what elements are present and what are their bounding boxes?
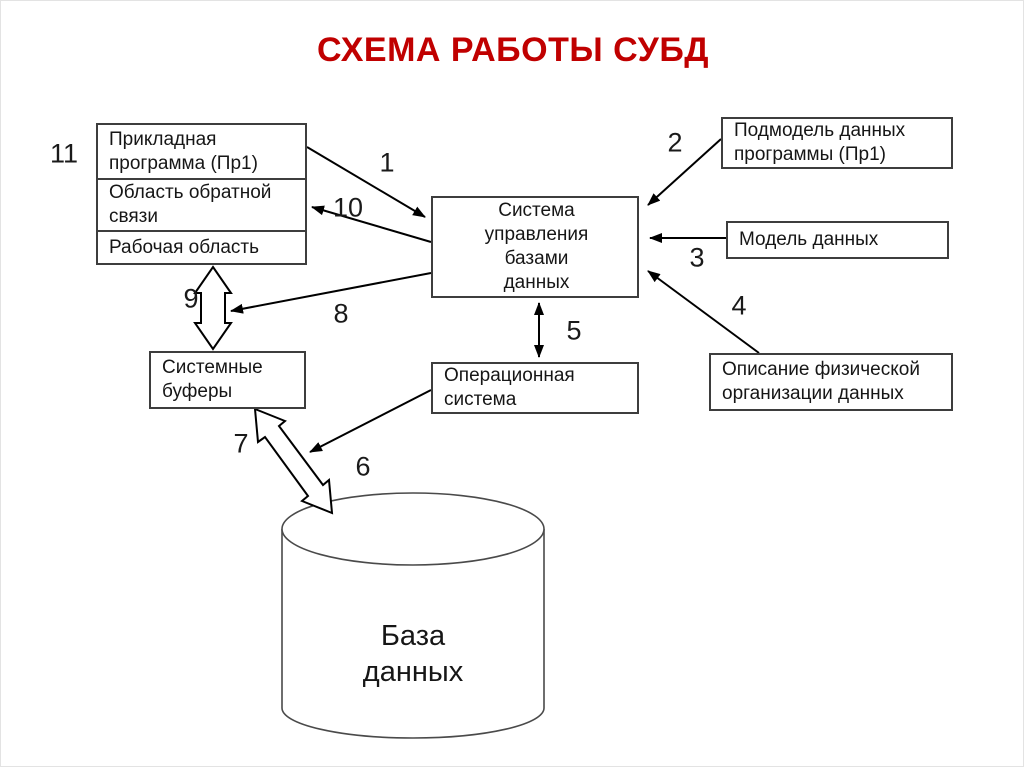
arrow-7-double xyxy=(253,407,334,515)
arrow-label-9: 9 xyxy=(183,283,199,314)
arrow-label-4: 4 xyxy=(731,290,747,321)
arrow-label-11: 11 xyxy=(49,138,79,169)
arrow-label-2: 2 xyxy=(667,127,683,158)
arrow-8 xyxy=(230,272,432,314)
arrow-6 xyxy=(309,389,432,453)
arrow-1 xyxy=(306,146,426,218)
arrow-4 xyxy=(647,270,760,354)
page-title: СХЕМА РАБОТЫ СУБД xyxy=(317,31,709,69)
arrow-label-7: 7 xyxy=(233,428,249,459)
physical-description-box: Описание физической организации данных xyxy=(709,353,953,411)
work-area-label: Рабочая область xyxy=(98,230,305,263)
operating-system-box: Операционная система xyxy=(431,362,639,414)
arrow-label-10: 10 xyxy=(332,192,364,223)
arrow-10 xyxy=(311,205,432,243)
arrow-label-6: 6 xyxy=(355,451,371,482)
application-program-box: Прикладная программа (Пр1) Область обрат… xyxy=(96,123,307,265)
feedback-area-label: Область обратной связи xyxy=(98,178,305,230)
arrow-label-8: 8 xyxy=(333,298,349,329)
arrow-2 xyxy=(647,138,722,206)
database-label: База данных xyxy=(362,620,464,688)
data-model-box: Модель данных xyxy=(726,221,949,259)
arrow-label-1: 1 xyxy=(379,147,395,178)
data-submodel-box: Подмодель данных программы (Пр1) xyxy=(721,117,953,169)
arrow-label-3: 3 xyxy=(689,242,705,273)
database-cylinder-icon xyxy=(281,492,545,739)
system-buffers-box: Системные буферы xyxy=(149,351,306,409)
arrow-label-5: 5 xyxy=(566,315,582,346)
dbms-box: Система управления базами данных xyxy=(431,196,639,298)
application-program-label: Прикладная программа (Пр1) xyxy=(109,128,258,174)
arrow-9-double xyxy=(193,265,233,351)
